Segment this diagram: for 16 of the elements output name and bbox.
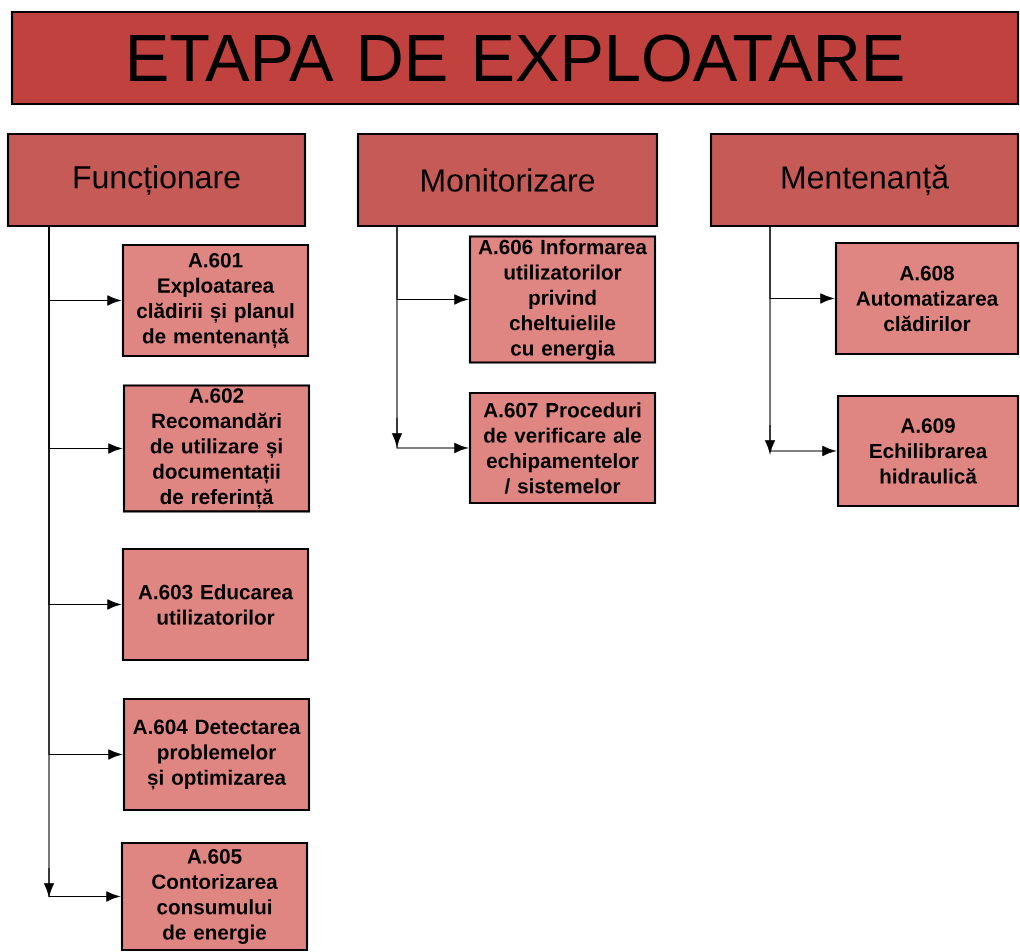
category-box: Funcționare	[6, 132, 307, 228]
activity-box: A.601 Exploatarea clădirii și planul de mentenanță	[121, 243, 310, 358]
category-box: Monitorizare	[356, 132, 659, 228]
title-banner: ETAPA DE EXPLOATARE	[10, 10, 1020, 106]
activity-box: A.606 Informarea utilizatorilor privind cheltuielile cu energia	[468, 235, 657, 364]
activity-box: A.602 Recomandări de utilizare și documentații de referință	[122, 384, 311, 513]
activity-box: A.603 Educarea utilizatorilor	[121, 547, 310, 662]
activity-box: A.607 Proceduri de verificare ale echipamentelor / sistemelor	[468, 391, 657, 505]
connector-arrow	[769, 226, 836, 456]
activity-box: A.604 Detectarea problemelor și optimizarea	[122, 697, 311, 812]
activity-box: A.608 Automatizarea clădirilor	[834, 241, 1020, 356]
connector-arrow	[396, 226, 468, 453]
activity-box: A.605 Contorizarea consumului de energie	[120, 841, 309, 952]
activity-box: A.609 Echilibrarea hidraulică	[836, 394, 1020, 508]
category-box: Mentenanță	[709, 132, 1020, 228]
connector-arrow	[48, 226, 120, 902]
